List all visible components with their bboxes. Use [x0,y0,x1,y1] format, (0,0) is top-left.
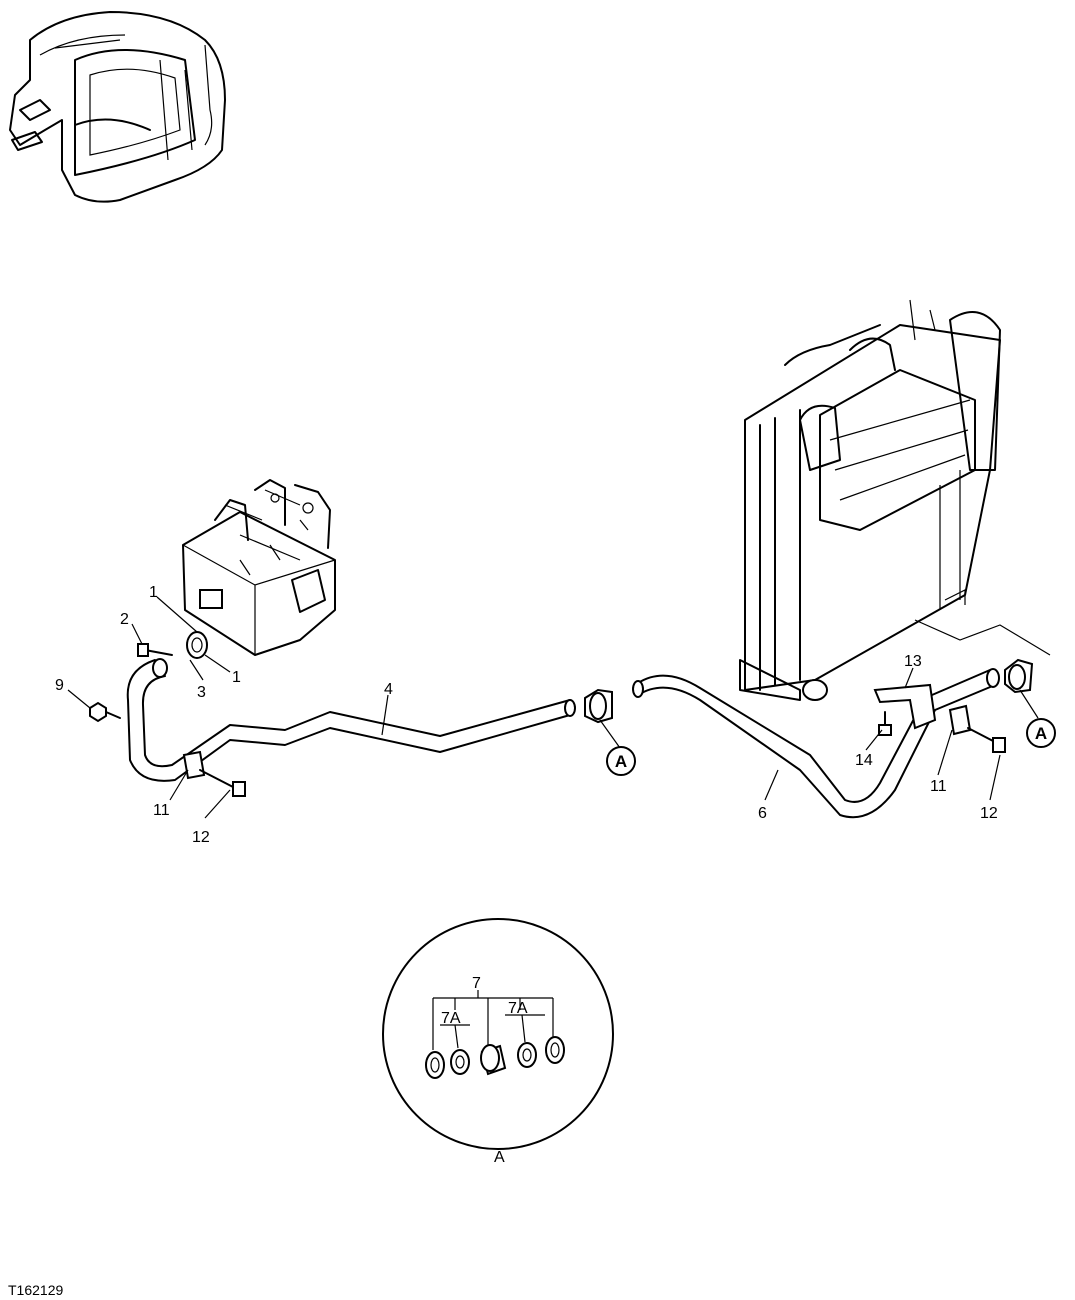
clamp-11-left [182,750,246,797]
coupling-center [480,1044,507,1076]
control-valve [182,479,336,656]
clamp-coupler-right [1004,658,1034,694]
ring-right [517,1042,537,1068]
leader-lines [67,596,1039,819]
bracket-13 [873,683,937,730]
callouts: 1 2 1 3 4 9 11 12 13 14 6 11 12 [55,584,998,846]
hose-4 [126,658,576,782]
bolt-2 [137,643,173,657]
callout-4: 4 [384,681,393,698]
callout-2: 2 [120,611,129,628]
callout-7a-right: 7A [508,1000,528,1017]
callout-11-left: 11 [153,802,170,819]
clamp-coupler-center [584,688,613,724]
bolt-14 [878,711,892,736]
svg-text:A: A [1035,724,1047,743]
detail-ref-a-center: A [606,746,636,776]
detail-ref-a-right: A [1026,718,1056,748]
hose-clamp-right [545,1036,565,1064]
detail-a-label: A [494,1149,505,1166]
callout-13: 13 [904,653,922,670]
detail-a-view: 7 7A 7A A [382,918,614,1166]
callout-6: 6 [758,805,767,822]
callout-1b: 1 [232,669,241,686]
callout-3: 3 [197,684,206,701]
ring-left [450,1049,470,1075]
hose-clamp-left [425,1051,445,1079]
callout-12-left: 12 [192,829,210,846]
callout-7: 7 [472,975,481,992]
callout-1a: 1 [149,584,158,601]
clamp-11-right [948,704,1006,753]
excavator-cab-thumbnail [9,11,226,203]
radiator-assembly [739,299,1051,701]
callout-14: 14 [855,752,873,769]
callout-7a-left: 7A [441,1010,461,1027]
svg-text:A: A [615,752,627,771]
callout-9: 9 [55,677,64,694]
hose-6 [632,668,1000,819]
fitting-1 [186,631,208,659]
callout-11-right: 11 [930,778,947,795]
figure-id: T162129 [8,1282,63,1298]
callout-12-right: 12 [980,805,998,822]
nut-9 [89,701,121,723]
